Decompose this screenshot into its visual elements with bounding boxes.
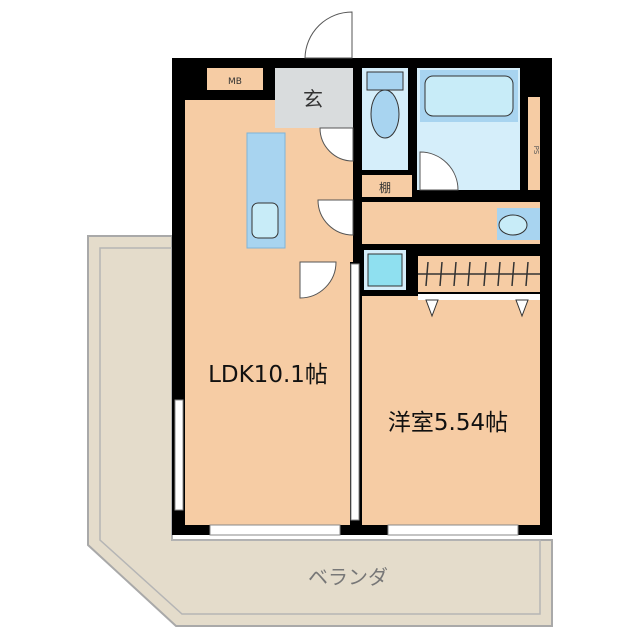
shelf-label: 棚 [379, 180, 391, 195]
toilet-tank [366, 71, 404, 91]
washroom-door[interactable] [317, 199, 354, 236]
toilet-bowl [370, 89, 400, 139]
western-room-label: 洋室5.54帖 [388, 410, 508, 436]
bath-door[interactable] [419, 151, 459, 191]
ldk-window-bottom[interactable] [209, 524, 341, 536]
wash-basin-bowl [498, 214, 528, 236]
pipe-space-label: PS [532, 146, 540, 155]
entrance-floor [275, 68, 353, 128]
closet-door-left [425, 299, 439, 318]
closet-door-strip [418, 294, 540, 300]
kitchen-sink [251, 202, 279, 239]
front-door[interactable] [304, 11, 353, 59]
toilet-door[interactable] [319, 127, 354, 162]
sliding-door[interactable] [350, 263, 360, 521]
western-room-floor [362, 296, 540, 525]
meter-box [207, 68, 263, 90]
veranda-label: ベランダ [308, 565, 388, 589]
shelf [362, 175, 412, 197]
ldk-label: LDK10.1帖 [208, 362, 328, 388]
closet-door-right [515, 299, 529, 318]
bathtub-basin [424, 75, 514, 117]
meter-box-label: MB [228, 77, 242, 87]
pipe-space [528, 97, 540, 190]
washing-machine-inner [367, 253, 403, 287]
closet-hangers [418, 261, 540, 287]
ldk-door[interactable] [299, 261, 337, 299]
entrance-label: 玄 [303, 87, 323, 111]
room-window-bottom[interactable] [387, 524, 519, 536]
ldk-window-left[interactable] [174, 399, 184, 511]
